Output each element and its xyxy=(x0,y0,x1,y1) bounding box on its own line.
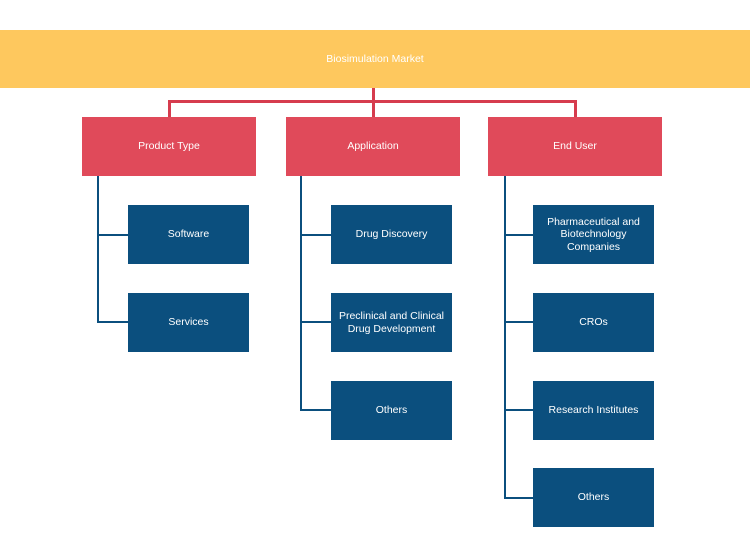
root-node: Biosimulation Market xyxy=(0,30,750,88)
leaf-label: Others xyxy=(577,491,610,504)
application-branch xyxy=(300,409,331,411)
leaf-services: Services xyxy=(128,293,249,352)
category-label: Product Type xyxy=(138,140,200,153)
leaf-research-institutes: Research Institutes xyxy=(533,381,654,440)
leaf-label: Pharmaceutical and Biotechnology Compani… xyxy=(547,216,640,253)
product-type-branch xyxy=(97,321,128,323)
root-label: Biosimulation Market xyxy=(326,52,424,65)
end-user-branch xyxy=(504,234,533,236)
application-spine xyxy=(300,176,302,411)
category-product-type: Product Type xyxy=(82,117,256,176)
leaf-label: Others xyxy=(375,404,408,417)
leaf-preclinical-clinical: Preclinical and Clinical Drug Developmen… xyxy=(331,293,452,352)
end-user-spine xyxy=(504,176,506,499)
product-type-spine xyxy=(97,176,99,323)
leaf-label: Drug Discovery xyxy=(355,228,428,241)
leaf-cros: CROs xyxy=(533,293,654,352)
leaf-pharma-biotech: Pharmaceutical and Biotechnology Compani… xyxy=(533,205,654,264)
category-label: Application xyxy=(347,140,399,153)
application-branch xyxy=(300,234,331,236)
leaf-label: CROs xyxy=(579,316,608,329)
leaf-label: Services xyxy=(168,316,209,329)
product-type-branch xyxy=(97,234,128,236)
connector-to-application xyxy=(372,100,375,117)
category-label: End User xyxy=(553,140,597,153)
category-application: Application xyxy=(286,117,460,176)
leaf-software: Software xyxy=(128,205,249,264)
leaf-label: Software xyxy=(167,228,210,241)
leaf-application-others: Others xyxy=(331,381,452,440)
leaf-label: Preclinical and Clinical Drug Developmen… xyxy=(338,310,445,335)
end-user-branch xyxy=(504,321,533,323)
leaf-drug-discovery: Drug Discovery xyxy=(331,205,452,264)
end-user-branch xyxy=(504,409,533,411)
end-user-branch xyxy=(504,497,533,499)
connector-to-end-user xyxy=(574,100,577,117)
category-end-user: End User xyxy=(488,117,662,176)
application-branch xyxy=(300,321,331,323)
root-connector-vertical xyxy=(372,88,375,102)
connector-to-product-type xyxy=(168,100,171,117)
leaf-end-user-others: Others xyxy=(533,468,654,527)
leaf-label: Research Institutes xyxy=(548,404,639,417)
